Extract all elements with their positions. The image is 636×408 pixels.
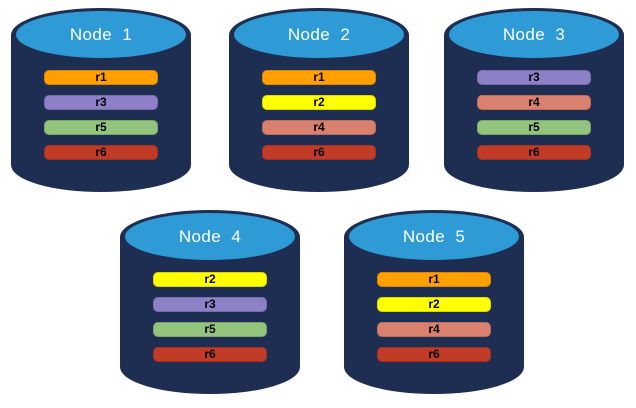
replica-bar: r5 bbox=[153, 322, 267, 337]
replica-bar: r3 bbox=[477, 70, 591, 85]
replica-list: r1 r2 r4 r6 bbox=[262, 70, 376, 160]
node-label: Node 1 bbox=[69, 24, 133, 44]
replica-list: r1 r3 r5 r6 bbox=[44, 70, 158, 160]
replica-bar: r2 bbox=[153, 272, 267, 287]
replica-bar: r1 bbox=[44, 70, 158, 85]
cylinder-top-ellipse: Node 4 bbox=[125, 213, 295, 260]
replica-bar: r6 bbox=[377, 347, 491, 362]
node-1-cylinder: Node 1 r1 r3 r5 r6 bbox=[11, 8, 191, 192]
replica-bar: r4 bbox=[262, 120, 376, 135]
replica-bar: r1 bbox=[377, 272, 491, 287]
replica-list: r3 r4 r5 r6 bbox=[477, 70, 591, 160]
cylinder-top-ellipse: Node 2 bbox=[234, 11, 404, 58]
replica-bar: r3 bbox=[153, 297, 267, 312]
node-label: Node 3 bbox=[502, 24, 566, 44]
replica-bar: r2 bbox=[262, 95, 376, 110]
cylinder-top-ellipse: Node 3 bbox=[449, 11, 619, 58]
node-5-cylinder: Node 5 r1 r2 r4 r6 bbox=[344, 210, 524, 394]
replica-bar: r4 bbox=[377, 322, 491, 337]
replica-list: r1 r2 r4 r6 bbox=[377, 272, 491, 362]
node-label: Node 5 bbox=[402, 226, 466, 246]
replica-list: r2 r3 r5 r6 bbox=[153, 272, 267, 362]
replica-bar: r6 bbox=[153, 347, 267, 362]
replica-bar: r2 bbox=[377, 297, 491, 312]
cylinder-top-ellipse: Node 1 bbox=[16, 11, 186, 58]
replica-bar: r5 bbox=[44, 120, 158, 135]
node-label: Node 4 bbox=[178, 226, 242, 246]
node-label: Node 2 bbox=[287, 24, 351, 44]
replica-bar: r1 bbox=[262, 70, 376, 85]
cylinder-top-ellipse: Node 5 bbox=[349, 213, 519, 260]
node-3-cylinder: Node 3 r3 r4 r5 r6 bbox=[444, 8, 624, 192]
replica-bar: r5 bbox=[477, 120, 591, 135]
replica-bar: r6 bbox=[44, 145, 158, 160]
replica-bar: r6 bbox=[262, 145, 376, 160]
node-2-cylinder: Node 2 r1 r2 r4 r6 bbox=[229, 8, 409, 192]
replica-bar: r3 bbox=[44, 95, 158, 110]
replica-bar: r4 bbox=[477, 95, 591, 110]
replica-bar: r6 bbox=[477, 145, 591, 160]
node-4-cylinder: Node 4 r2 r3 r5 r6 bbox=[120, 210, 300, 394]
